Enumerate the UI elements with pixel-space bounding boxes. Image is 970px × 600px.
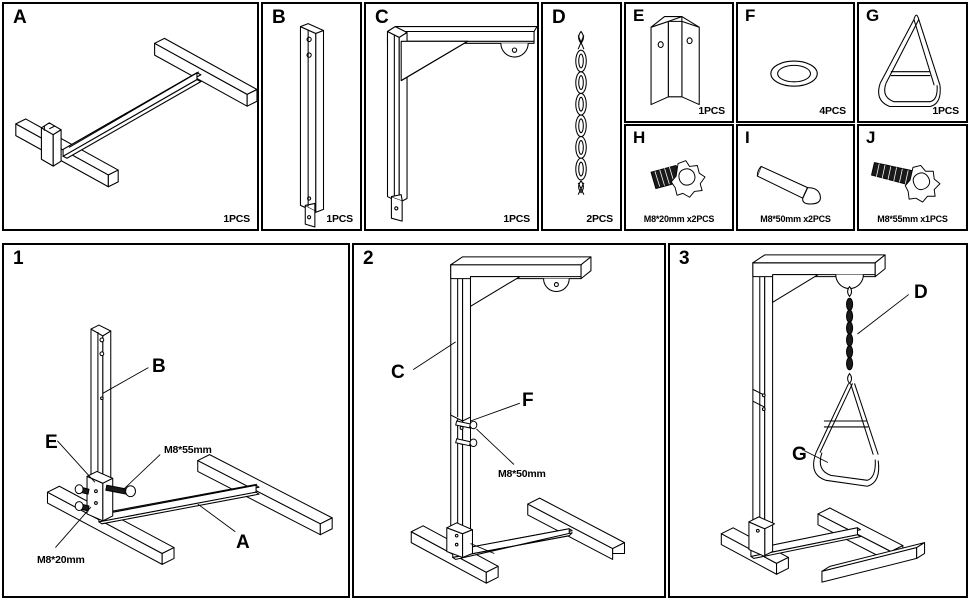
part-qty-E: 1PCS <box>698 105 725 117</box>
part-qty-D: 2PCS <box>586 213 613 225</box>
step-panel-2: 2 <box>352 243 666 598</box>
part-panel-E: E 1PCS <box>624 2 734 123</box>
part-letter-E: E <box>633 6 645 25</box>
trapeze-handle-icon <box>859 4 966 121</box>
step-panel-1: 1 <box>2 243 350 598</box>
part-qty-J: M8*55mm x1PCS <box>877 214 948 224</box>
part-qty-C: 1PCS <box>503 213 530 225</box>
step-3-callout-D: D <box>914 282 928 303</box>
part-letter-H: H <box>633 128 646 147</box>
step-1-callout-B: B <box>152 356 166 377</box>
part-qty-I: M8*50mm x2PCS <box>760 214 831 224</box>
step-2-callout-C: C <box>391 362 405 383</box>
step-number-1: 1 <box>13 248 24 269</box>
part-letter-I: I <box>745 128 750 147</box>
part-letter-G: G <box>866 6 880 25</box>
part-panel-H: H M8*20mm x2PCS <box>624 124 734 231</box>
part-panel-D: D <box>541 2 622 231</box>
step-1-callout-m8-20: M8*20mm <box>37 554 85 566</box>
part-letter-F: F <box>745 6 756 25</box>
part-qty-F: 4PCS <box>819 105 846 117</box>
knob-bolt-icon <box>626 126 732 229</box>
step-panel-3: 3 <box>668 243 968 598</box>
part-letter-D: D <box>552 7 566 28</box>
step-2-callout-F: F <box>522 390 534 411</box>
u-channel-bracket-icon <box>626 4 732 121</box>
step-2-diagram <box>354 245 664 596</box>
step-1-callout-A: A <box>236 532 250 553</box>
part-qty-B: 1PCS <box>326 213 353 225</box>
part-panel-F: F 4PCS <box>736 2 855 123</box>
step-3-callout-G: G <box>792 444 807 465</box>
part-letter-A: A <box>13 7 27 28</box>
step-1-diagram <box>4 245 348 596</box>
chain-icon <box>543 4 620 229</box>
part-panel-J: J M8*55mm x1PCS <box>857 124 968 231</box>
upright-post-icon <box>263 4 360 229</box>
step-3-diagram <box>670 245 966 596</box>
hex-bolt-icon <box>738 126 853 229</box>
part-qty-G: 1PCS <box>932 105 959 117</box>
part-letter-B: B <box>272 7 286 28</box>
part-panel-A: A <box>2 2 259 231</box>
step-1-callout-m8-55: M8*55mm <box>164 444 212 456</box>
part-letter-C: C <box>375 7 389 28</box>
base-frame-icon <box>4 4 257 229</box>
knob-bolt-long-icon <box>859 126 966 229</box>
step-1-callout-E: E <box>45 432 58 453</box>
step-number-3: 3 <box>679 248 690 269</box>
step-2-callout-m8-50: M8*50mm <box>498 468 546 480</box>
part-panel-I: I M8*50mm x2PCS <box>736 124 855 231</box>
l-bracket-arm-icon <box>366 4 537 229</box>
part-qty-H: M8*20mm x2PCS <box>643 214 715 224</box>
step-number-2: 2 <box>363 248 374 269</box>
part-panel-G: G 1PCS <box>857 2 968 123</box>
part-panel-B: B <box>261 2 362 231</box>
part-letter-J: J <box>866 128 876 147</box>
part-panel-C: C <box>364 2 539 231</box>
part-qty-A: 1PCS <box>223 213 250 225</box>
washer-icon <box>738 4 853 121</box>
